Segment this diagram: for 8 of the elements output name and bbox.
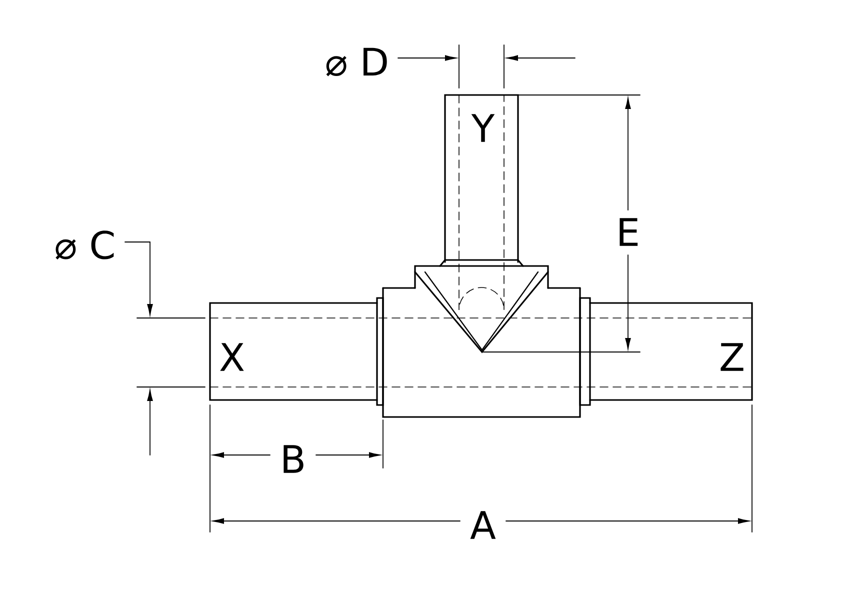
part-label: Y [471,114,495,142]
dimension-label: ⌀ C [56,230,114,260]
part-label: Z [720,343,744,371]
dimension-label: E [620,218,638,246]
dimension-label: B [284,445,304,473]
dimension-label: ⌀ D [326,48,387,76]
part-label: X [220,343,244,371]
dimension-label: A [470,511,496,539]
